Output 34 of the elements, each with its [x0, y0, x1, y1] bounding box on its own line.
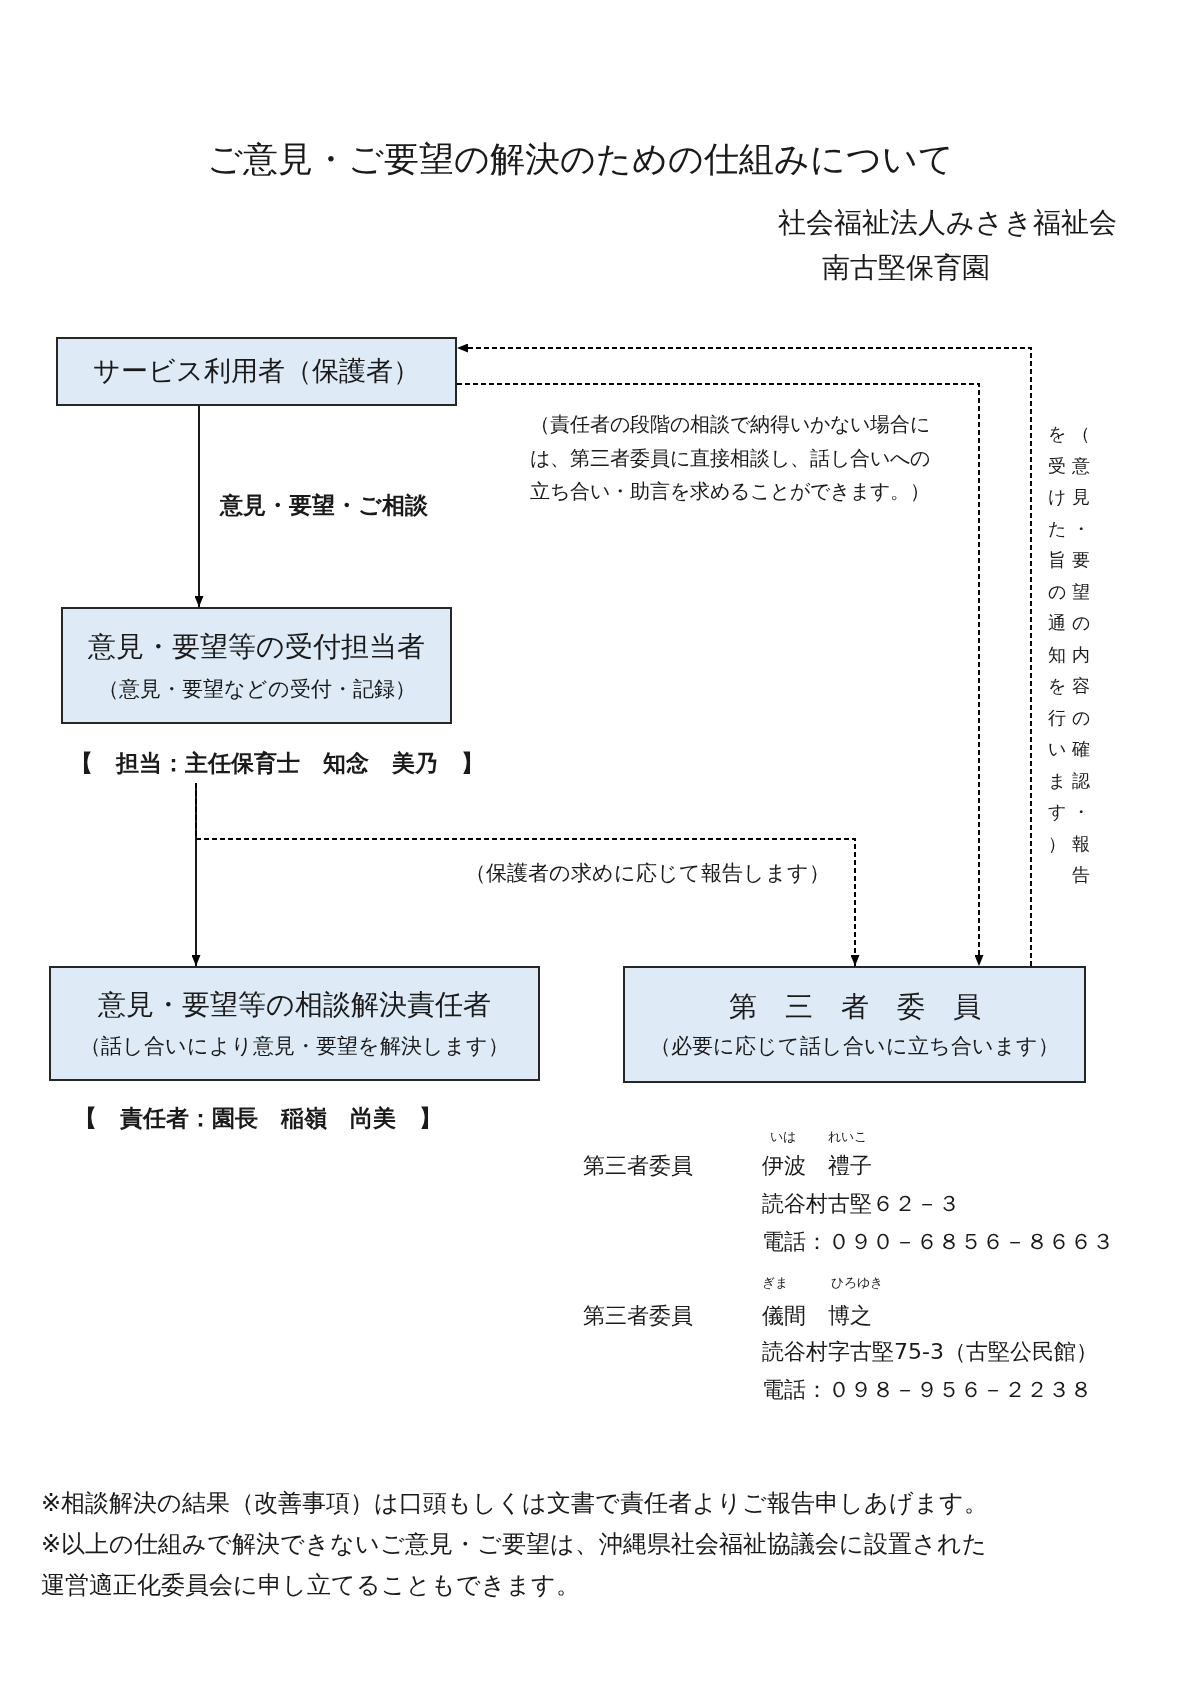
furigana: れいこ	[828, 1128, 867, 1146]
node-label: 【 担当：主任保育士 知念 美乃 】	[70, 748, 484, 778]
organization-name: 社会福祉法人みさき福祉会	[778, 204, 1117, 240]
phone-number: 電話：０９８－９５６－２２３８	[762, 1376, 1092, 1404]
furigana: ひろゆき	[831, 1274, 883, 1292]
role-label: 第三者委員	[583, 1152, 693, 1180]
box-subtitle: （必要に応じて話し合いに立ち合います）	[650, 1032, 1059, 1060]
edge-label: （意見・要望の内容の確認・報告を受けた旨の通知を行います）	[1047, 422, 1091, 887]
note-text: ※以上の仕組みで解決できないご意見・ご要望は、沖縄県社会福祉協議会に設置された運営適正化委員会に申し立てることもできます。	[41, 1528, 989, 1601]
person-name: 伊波 禮子	[762, 1152, 872, 1180]
box-title: 第 三 者 委 員	[728, 988, 981, 1024]
phone-number: 電話：０９０－６８５６－８６６３	[762, 1228, 1114, 1256]
process-box	[56, 337, 457, 406]
edge-label: 意見・要望・ご相談	[220, 490, 428, 520]
role-label: 第三者委員	[583, 1302, 693, 1330]
process-box	[623, 966, 1086, 1083]
person-name: 儀間 博之	[762, 1302, 872, 1330]
note-text: ※相談解決の結果（改善事項）は口頭もしくは文書で責任者よりご報告申しあげます。	[41, 1488, 989, 1518]
furigana: ぎま	[762, 1274, 788, 1292]
organization-name: 南古堅保育園	[822, 249, 990, 285]
title: ご意見・ご要望の解決のための仕組みについて	[206, 138, 954, 182]
address-text: 読谷村古堅６２－３	[762, 1190, 960, 1218]
furigana: いは	[770, 1128, 796, 1146]
box-title: 意見・要望等の相談解決責任者	[98, 986, 491, 1022]
box-subtitle: （意見・要望などの受付・記録）	[97, 675, 416, 703]
box-subtitle: （話し合いにより意見・要望を解決します）	[80, 1032, 509, 1060]
node-label: 【 責任者：園長 稲嶺 尚美 】	[74, 1103, 442, 1133]
box-title: サービス利用者（保護者）	[93, 354, 420, 388]
edge-label: （保護者の求めに応じて報告します）	[465, 861, 830, 887]
dashed-arrow	[195, 782, 860, 967]
edge-label: （責任者の段階の相談で納得いかない場合には、第三者委員に直接相談し、話し合いへの立ち合い・助言を求めることができます。）	[530, 411, 931, 505]
box-title: 意見・要望等の受付担当者	[88, 628, 425, 664]
arrow	[194, 405, 204, 608]
address-text: 読谷村字古堅75-3（古堅公民館）	[762, 1338, 1098, 1366]
